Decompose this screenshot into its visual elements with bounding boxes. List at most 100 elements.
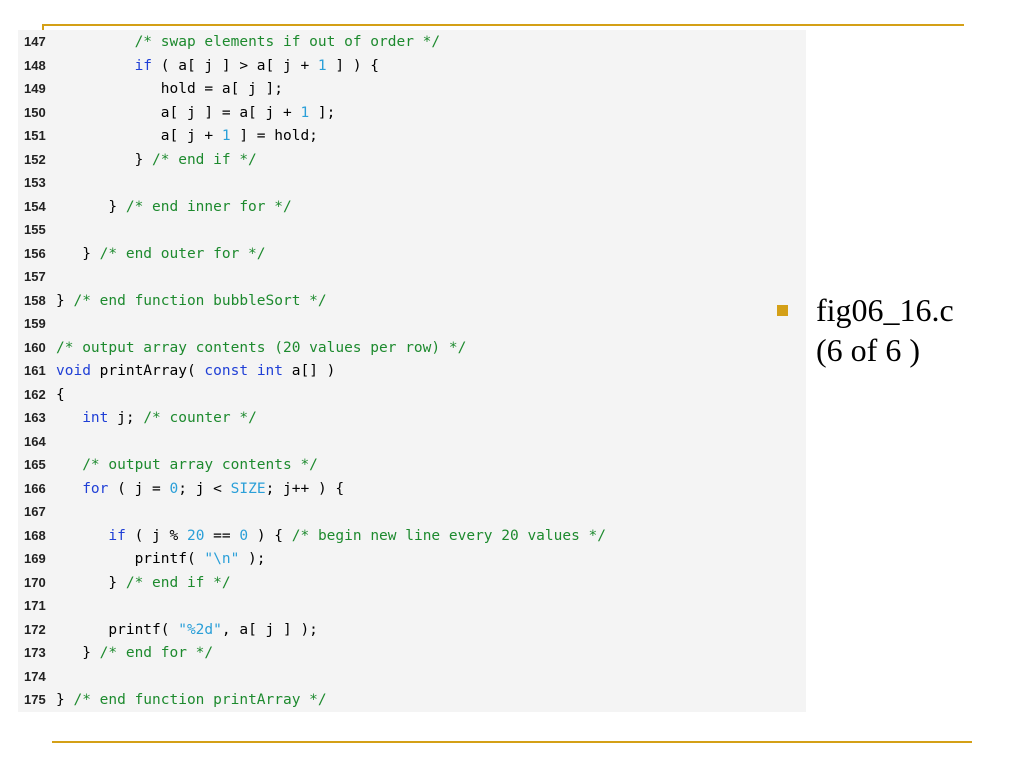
caption-part: (6 of 6 ) xyxy=(816,332,920,368)
line-number: 151 xyxy=(24,128,46,143)
code-token-keyword: if xyxy=(108,527,126,544)
line-number: 154 xyxy=(24,198,46,214)
code-token-plain: , a[ j ] ); xyxy=(221,621,318,638)
code-line: 171 xyxy=(24,594,56,618)
code-line: 149 hold = a[ j ]; xyxy=(24,77,283,101)
code-token-number: 0 xyxy=(169,480,179,497)
line-number: 166 xyxy=(24,480,46,496)
code-line: 175} /* end function printArray */ xyxy=(24,688,327,712)
code-line: 151 a[ j + 1 ] = hold; xyxy=(24,124,318,148)
code-token-comment: /* end outer for */ xyxy=(99,245,266,262)
code-token-comment: /* end if */ xyxy=(152,151,257,168)
line-number: 167 xyxy=(24,504,46,519)
code-token-keyword: if xyxy=(134,57,153,74)
line-number: 147 xyxy=(24,34,46,49)
code-token-plain: } xyxy=(56,292,74,309)
code-token-plain: ; j < xyxy=(178,480,231,497)
code-token-plain: ] ) { xyxy=(326,57,380,74)
code-token-plain: hold = a[ j ]; xyxy=(56,81,283,97)
code-token-plain: printArray( xyxy=(90,363,205,379)
line-number: 165 xyxy=(24,457,46,472)
line-number: 160 xyxy=(24,339,46,355)
code-line: 168 if ( j % 20 == 0 ) { /* begin new li… xyxy=(24,524,606,548)
code-line: 158} /* end function bubbleSort */ xyxy=(24,289,327,313)
code-token-comment: /* end if */ xyxy=(125,574,231,591)
code-token-plain: ); xyxy=(239,551,266,567)
line-number: 162 xyxy=(24,386,46,402)
code-token-number: 0 xyxy=(239,527,249,544)
code-token-plain xyxy=(56,34,135,50)
code-line: 162 { xyxy=(24,383,65,407)
code-token-comment: /* begin new line every 20 values */ xyxy=(291,527,607,544)
code-token-plain: } xyxy=(56,245,100,262)
code-token-plain xyxy=(56,58,135,74)
figure-caption: fig06_16.c (6 of 6 ) xyxy=(816,290,954,370)
code-line: 155 xyxy=(24,218,56,242)
code-token-plain: } xyxy=(56,198,126,215)
code-token-plain: a[ j + xyxy=(56,128,222,144)
code-token-plain: ( a[ j ] > a[ j + xyxy=(152,57,318,74)
code-token-comment: /* output array contents */ xyxy=(82,457,318,473)
line-number: 174 xyxy=(24,668,46,684)
line-number: 157 xyxy=(24,269,46,284)
line-number: 171 xyxy=(24,598,46,613)
code-token-plain: } xyxy=(56,692,74,708)
line-number: 153 xyxy=(24,175,46,190)
code-token-number: 20 xyxy=(186,527,205,544)
line-number: 173 xyxy=(24,645,46,660)
code-token-plain: ] = hold; xyxy=(230,128,318,144)
code-line: 172 printf( "%2d", a[ j ] ); xyxy=(24,618,318,642)
code-token-plain xyxy=(56,481,82,497)
code-token-plain xyxy=(248,363,257,379)
code-token-keyword: int xyxy=(82,410,109,426)
code-line: 160/* output array contents (20 values p… xyxy=(24,336,466,360)
code-line: 156 } /* end outer for */ xyxy=(24,242,266,266)
code-line: 154 } /* end inner for */ xyxy=(24,195,292,219)
code-token-plain: == xyxy=(204,527,240,544)
code-line: 170 } /* end if */ xyxy=(24,571,231,595)
code-token-string: "%2d" xyxy=(178,621,222,638)
code-panel xyxy=(18,30,806,712)
bottom-rule xyxy=(52,741,972,743)
code-token-keyword: for xyxy=(82,480,109,497)
code-line: 174 xyxy=(24,665,56,689)
code-line: 153 xyxy=(24,171,56,195)
code-token-number: 1 xyxy=(317,57,327,74)
top-rule-tick xyxy=(42,24,44,32)
line-number: 172 xyxy=(24,621,46,637)
code-line: 150 a[ j ] = a[ j + 1 ]; xyxy=(24,101,335,125)
line-number: 156 xyxy=(24,245,46,261)
line-number: 150 xyxy=(24,104,46,120)
code-line: 163 int j; /* counter */ xyxy=(24,406,257,430)
line-number: 168 xyxy=(24,527,46,543)
line-number: 169 xyxy=(24,551,46,566)
code-line: 165 /* output array contents */ xyxy=(24,453,318,477)
code-token-string: "\n" xyxy=(204,551,240,567)
code-token-plain xyxy=(56,410,82,426)
code-token-plain: a[ j ] = a[ j + xyxy=(56,104,301,121)
code-token-number: SIZE xyxy=(230,480,266,497)
line-number: 161 xyxy=(24,363,46,378)
code-line: 159 xyxy=(24,312,56,336)
bullet-icon xyxy=(777,305,788,316)
code-token-number: 1 xyxy=(221,128,231,144)
code-token-keyword: int xyxy=(256,363,284,379)
code-token-plain: ) { xyxy=(248,527,292,544)
code-line: 166 for ( j = 0; j < SIZE; j++ ) { xyxy=(24,477,344,501)
code-line: 167 xyxy=(24,500,56,524)
line-number: 152 xyxy=(24,151,46,167)
code-line: 147 /* swap elements if out of order */ xyxy=(24,30,440,54)
code-token-plain: } xyxy=(56,151,153,168)
code-token-comment: /* end inner for */ xyxy=(125,198,292,215)
code-token-plain: ; j++ ) { xyxy=(265,480,345,497)
code-token-comment: /* end function bubbleSort */ xyxy=(73,292,327,309)
line-number: 155 xyxy=(24,222,46,237)
code-token-comment: /* end for */ xyxy=(99,645,214,661)
code-token-plain: { xyxy=(56,386,65,403)
code-line: 173 } /* end for */ xyxy=(24,641,213,665)
code-token-plain: a[] ) xyxy=(283,363,336,379)
code-token-plain: ]; xyxy=(309,104,336,121)
code-token-plain: } xyxy=(56,574,126,591)
line-number: 163 xyxy=(24,410,46,425)
top-rule xyxy=(42,24,964,26)
